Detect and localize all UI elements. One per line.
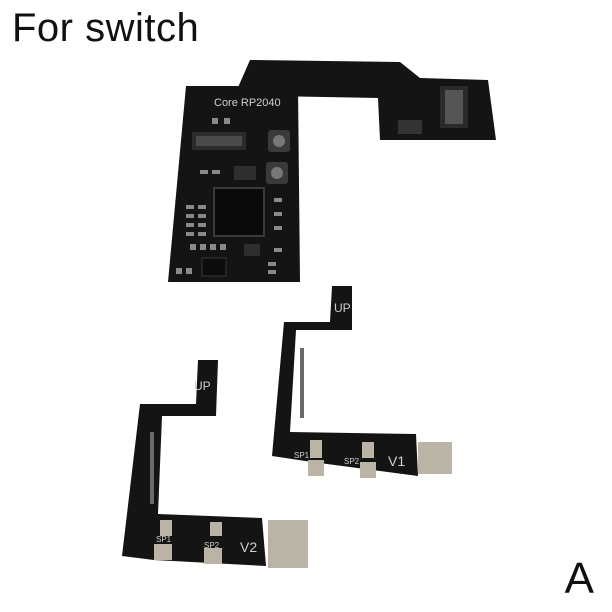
solder-pads xyxy=(176,118,282,274)
flex-cable-v2: UP SP1 SP2 V2 xyxy=(122,360,308,568)
v2-version-label: V2 xyxy=(240,539,257,555)
product-heading: For switch xyxy=(12,6,200,50)
v1-pad2-label: SP2 xyxy=(344,457,360,466)
v1-version-label: V1 xyxy=(388,453,405,469)
flex-ribbon-cable xyxy=(236,60,496,140)
v2-gold-contact xyxy=(268,520,308,568)
v1-up-label: UP xyxy=(334,301,351,315)
v1-gold-contact xyxy=(418,442,452,474)
flex-cable-v1: UP SP1 SP2 V1 xyxy=(272,286,452,478)
rp2040-core-board: Core RP2040 xyxy=(168,60,496,282)
v1-pad1-label: SP1 xyxy=(294,451,310,460)
v2-pad2-label: SP2 xyxy=(204,541,220,550)
v2-pad1-label: SP1 xyxy=(156,535,172,544)
variant-letter: A xyxy=(564,554,594,603)
rp2040-chip xyxy=(213,187,265,237)
board-label: Core RP2040 xyxy=(214,97,281,109)
v2-up-label: UP xyxy=(194,379,211,393)
